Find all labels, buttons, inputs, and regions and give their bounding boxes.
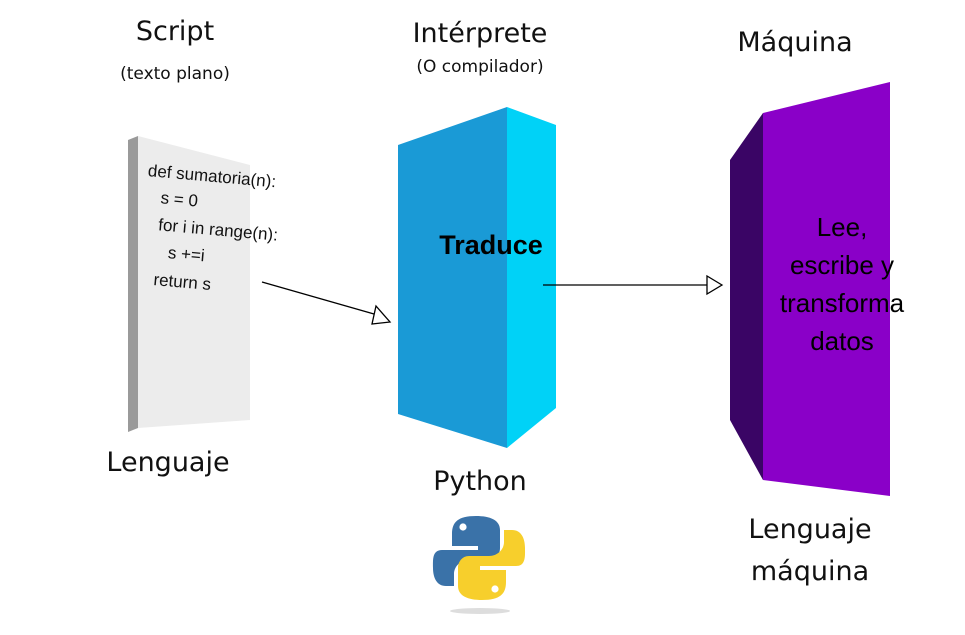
machine-front-face xyxy=(763,82,890,496)
machine-bottom-label-line1: Lenguaje xyxy=(748,514,872,545)
code-line: return s xyxy=(153,270,212,294)
machine-center-line: transforma xyxy=(780,288,905,318)
machine-bottom-label-line2: máquina xyxy=(750,556,870,587)
machine-center-line: datos xyxy=(810,326,874,356)
interpreter-title: Intérprete xyxy=(412,18,548,49)
interpreter-prism: Traduce xyxy=(398,107,556,448)
interpreter-center-label: Traduce xyxy=(439,230,543,260)
python-logo-icon xyxy=(432,516,526,614)
arrow-interpreter-to-machine xyxy=(543,274,724,296)
machine-prism: Lee, escribe y transforma datos xyxy=(730,82,905,496)
machine-side-face xyxy=(730,113,763,480)
script-subtitle: (texto plano) xyxy=(120,64,230,84)
interpreter-front-face xyxy=(398,107,507,448)
code-line: s = 0 xyxy=(160,188,199,210)
machine-center-line: escribe y xyxy=(790,250,894,280)
script-bottom-label: Lenguaje xyxy=(106,447,230,478)
script-page-front xyxy=(138,136,250,428)
script-page: def sumatoria(n): s = 0 for i in range(n… xyxy=(128,136,279,432)
interpreter-bottom-label: Python xyxy=(433,466,527,497)
script-page-side xyxy=(128,136,138,432)
machine-center-line: Lee, xyxy=(817,212,868,242)
interpreter-side-face xyxy=(507,107,556,448)
code-line: s +=i xyxy=(167,243,205,265)
script-title: Script xyxy=(135,16,215,47)
machine-title: Máquina xyxy=(737,27,853,58)
arrow-script-to-interpreter xyxy=(261,281,392,325)
interpreter-subtitle: (O compilador) xyxy=(416,57,544,77)
